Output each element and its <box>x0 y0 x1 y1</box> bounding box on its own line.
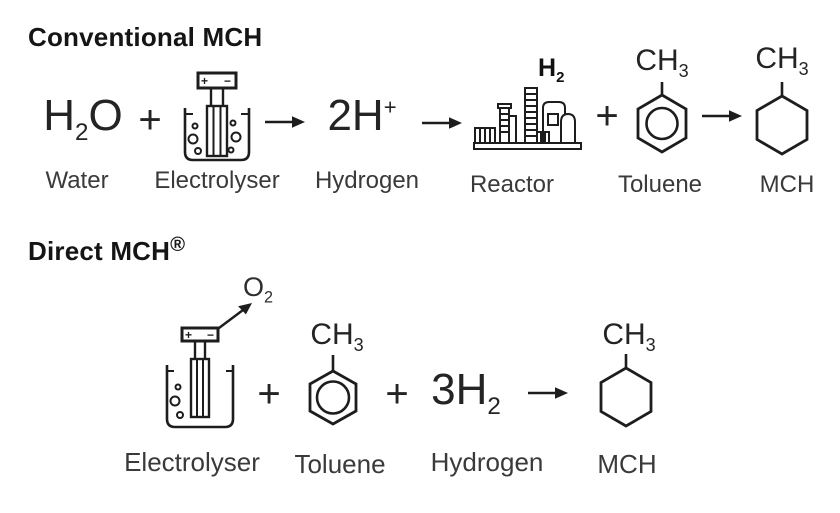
water-label: Water <box>45 167 109 194</box>
registered-trademark: ® <box>170 234 186 256</box>
hydrogen-gas-formula: H2 <box>538 54 564 86</box>
electrolyser-icon: + − <box>183 71 251 162</box>
formula-subscript: 2 <box>556 69 565 86</box>
formula-text: O <box>243 272 265 302</box>
electrode-plates <box>196 359 204 417</box>
formula-subscript: 2 <box>75 118 89 146</box>
oxygen-formula: O2 <box>243 272 273 306</box>
formula-subscript: 2 <box>264 288 274 307</box>
mch-label: MCH <box>597 449 657 479</box>
unit-box <box>547 113 559 126</box>
plus-operator: + <box>385 372 409 416</box>
electrode-stem <box>209 88 225 108</box>
formula-subscript: 3 <box>645 335 656 355</box>
electrolyser-icon: + − <box>165 326 235 429</box>
battery-minus-terminal: − <box>224 74 231 88</box>
formula-text: CH <box>755 42 799 75</box>
battery-minus-terminal: − <box>207 328 214 342</box>
methyl-group-formula: CH3 <box>297 318 377 355</box>
toluene-label: Toluene <box>294 449 386 479</box>
formula-text: CH <box>310 318 354 351</box>
methyl-group-formula: CH3 <box>742 42 822 79</box>
reactor-label: Reactor <box>469 171 555 198</box>
beaker <box>183 108 251 162</box>
electrode-plates <box>212 106 222 156</box>
cyclohexane-ring <box>755 82 809 156</box>
direct-mch-heading: Direct MCH® <box>28 234 185 267</box>
formula-text: 3H <box>431 365 488 414</box>
heading-text: Direct MCH <box>28 236 171 267</box>
arrow-right-icon <box>265 116 305 128</box>
formula-subscript: 3 <box>678 61 689 81</box>
round-top-tank <box>560 112 576 143</box>
hydrogen-ion-formula: 2H+ <box>312 94 412 138</box>
plus-operator: + <box>257 372 281 416</box>
electrolyser-label: Electrolyser <box>154 167 280 194</box>
formula-text: O <box>88 91 123 140</box>
conventional-mch-heading: Conventional MCH <box>28 22 263 52</box>
electrolyser-label: Electrolyser <box>124 447 260 477</box>
distillation-column <box>524 87 538 144</box>
beaker <box>165 365 235 429</box>
hydrogen-label: Hydrogen <box>314 167 420 194</box>
aromatic-circle <box>315 380 351 415</box>
arrow-right-icon <box>422 117 462 129</box>
water-formula: H2O <box>28 91 138 145</box>
aromatic-circle <box>645 106 679 141</box>
plus-operator: + <box>595 94 619 138</box>
electrode-casing <box>189 357 211 419</box>
formula-text: CH <box>635 44 679 77</box>
methyl-group-formula: CH3 <box>589 318 669 355</box>
bubbles <box>187 119 242 155</box>
battery-plus-terminal: + <box>201 74 208 88</box>
methyl-group-formula: CH3 <box>622 44 702 81</box>
formula-subscript: 3 <box>353 335 364 355</box>
formula-text: H <box>43 91 76 140</box>
toluene-label: Toluene <box>617 171 703 198</box>
plus-operator: + <box>138 98 162 142</box>
hydrogen-label: Hydrogen <box>430 447 544 477</box>
formula-subscript: 3 <box>798 59 809 79</box>
arrow-up-right-icon <box>214 303 252 332</box>
arrow-right-icon <box>528 387 568 399</box>
formula-text: 2H <box>327 91 384 140</box>
battery-plus-terminal: + <box>185 328 192 342</box>
hydrogen-formula: 3H2 <box>421 365 511 419</box>
electrode-stem <box>193 341 207 361</box>
unit-box <box>508 115 517 144</box>
bubbles <box>169 383 184 419</box>
formula-superscript: + <box>383 94 397 120</box>
formula-subscript: 2 <box>487 392 501 420</box>
benzene-ring <box>636 82 688 154</box>
cyclohexane-ring <box>599 354 653 428</box>
formula-text: H <box>538 54 557 82</box>
mch-label: MCH <box>759 171 815 198</box>
battery <box>180 326 220 343</box>
electrode-casing <box>205 104 229 158</box>
battery <box>196 71 238 90</box>
arrow-right-icon <box>702 110 742 122</box>
benzene-ring <box>308 355 358 426</box>
pipe <box>542 101 566 143</box>
plant-base <box>473 142 582 150</box>
reactor-plant-icon <box>473 87 582 150</box>
formula-text: CH <box>602 318 646 351</box>
